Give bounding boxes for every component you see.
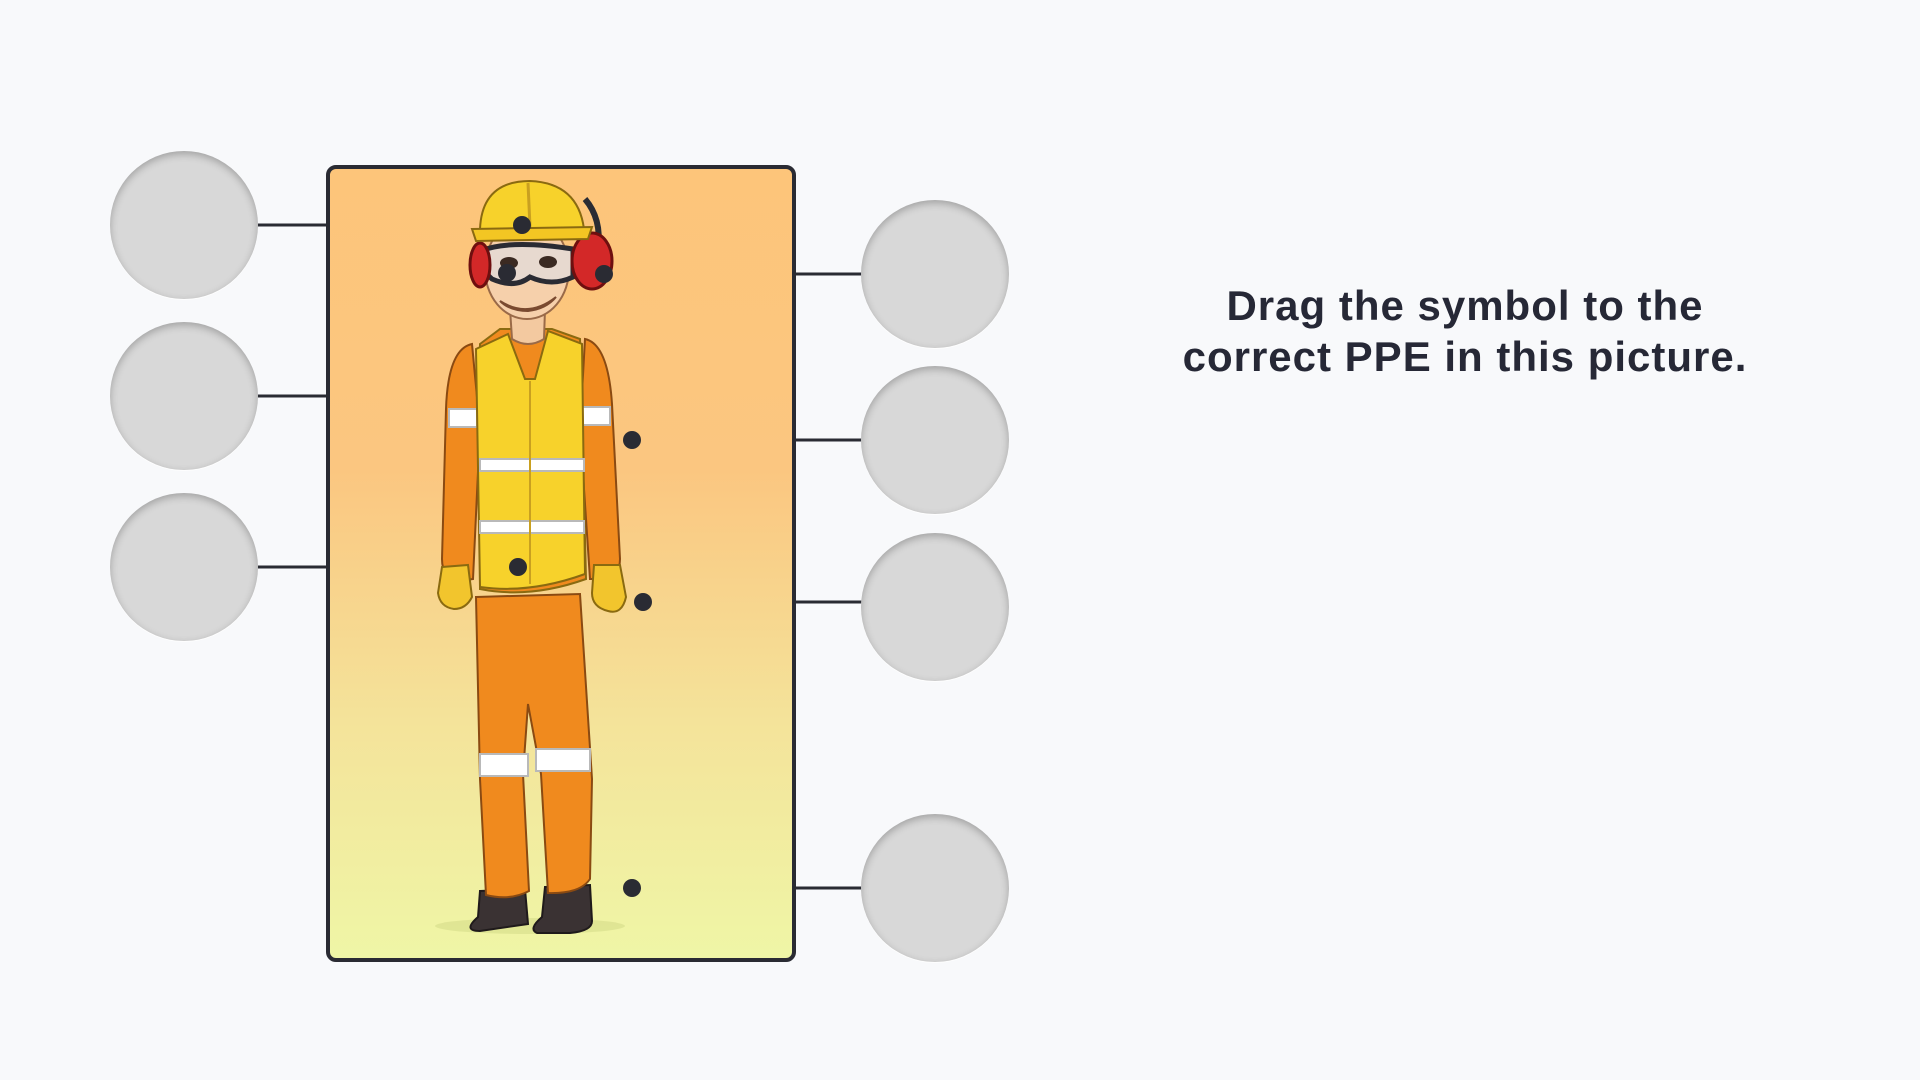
- drop-zone-boots[interactable]: [861, 814, 1009, 962]
- hard-hat: [470, 179, 594, 243]
- drop-zone-gloves[interactable]: [861, 533, 1009, 681]
- gloves: [436, 563, 628, 613]
- instruction-line-1: Drag the symbol to the: [1226, 282, 1704, 329]
- hi-vis-vest: [474, 328, 588, 594]
- drop-zone-ear-muffs[interactable]: [861, 200, 1009, 348]
- drop-zone-vest[interactable]: [110, 493, 258, 641]
- drop-zone-coverall[interactable]: [861, 366, 1009, 514]
- instruction-text: Drag the symbol to the correct PPE in th…: [1110, 280, 1820, 382]
- vest-marker-dot: [509, 558, 527, 576]
- goggles-marker-dot: [498, 264, 516, 282]
- drop-zone-goggles[interactable]: [110, 322, 258, 470]
- ppe-worker-picture: [326, 165, 796, 962]
- drop-zone-helmet[interactable]: [110, 151, 258, 299]
- gloves-marker-dot: [634, 593, 652, 611]
- worker-illustration: [435, 179, 628, 934]
- coverall-marker-dot: [623, 431, 641, 449]
- coverall-sleeves: [440, 337, 622, 583]
- coverall-trousers: [474, 592, 594, 899]
- instruction-line-2: correct PPE in this picture.: [1182, 333, 1748, 380]
- helmet-marker-dot: [513, 216, 531, 234]
- safety-boots: [469, 883, 594, 934]
- ear-muffs-marker-dot: [595, 265, 613, 283]
- boots-marker-dot: [623, 879, 641, 897]
